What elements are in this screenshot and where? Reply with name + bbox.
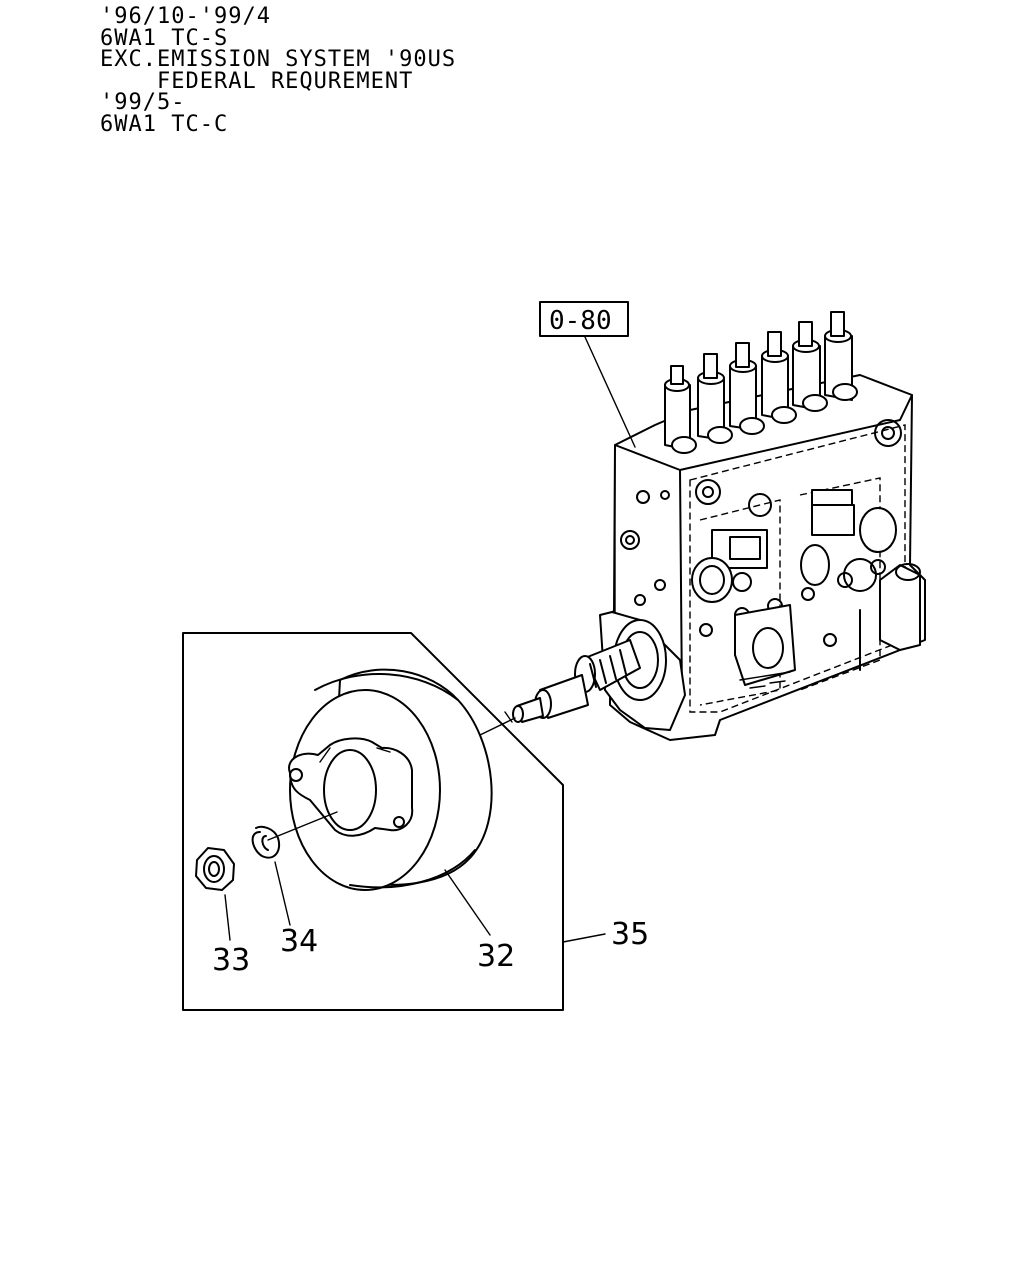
note-line-5: '99/5- <box>100 90 186 115</box>
callout-35: 35 <box>611 917 649 952</box>
assembly-box <box>182 632 564 1011</box>
drive-coupling-illustration <box>288 668 493 891</box>
note-line-3: EXC.EMISSION SYSTEM '90US <box>100 47 457 72</box>
delivery-valve-holders <box>664 311 858 454</box>
reference-label: 0-80 <box>549 306 612 336</box>
snap-ring-illustration <box>251 811 338 859</box>
callout-32: 32 <box>477 939 515 974</box>
note-line-2: 6WA1 TC-S <box>100 25 229 51</box>
note-line-6: 6WA1 TC-C <box>100 111 229 137</box>
injection-pump-illustration <box>504 311 926 741</box>
callout-leaders <box>224 861 606 943</box>
callout-33: 33 <box>212 943 250 978</box>
pump-drive-shaft <box>504 611 686 731</box>
note-line-1: '96/10-'99/4 <box>100 4 271 29</box>
reference-box: 0-80 <box>539 301 636 448</box>
note-line-4: FEDERAL REQUREMENT <box>100 68 414 94</box>
nut-illustration <box>195 847 235 891</box>
callout-34: 34 <box>280 924 318 959</box>
